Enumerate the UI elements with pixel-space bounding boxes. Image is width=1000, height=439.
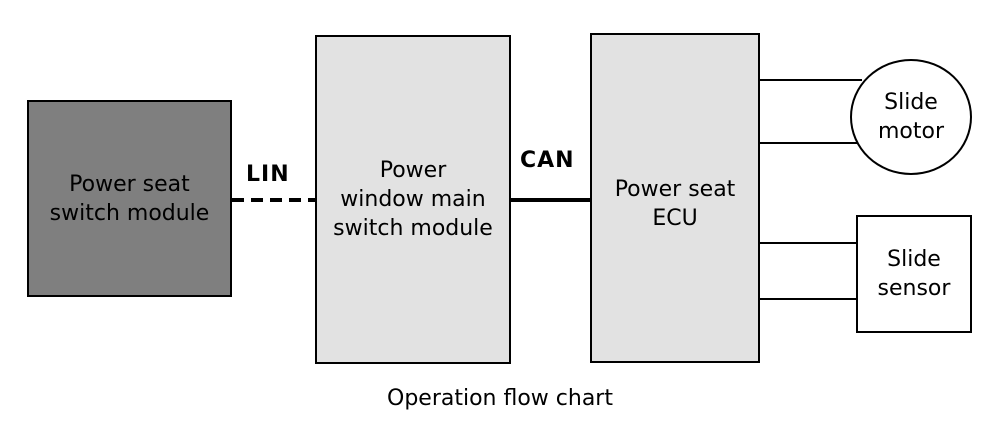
- lin-bus-label: LIN: [246, 162, 290, 187]
- slide-sensor-label: Slide sensor: [877, 247, 951, 301]
- power-window-main-switch-module-label: Power window main switch module: [333, 158, 493, 241]
- power-seat-ecu-label: Power seat ECU: [614, 177, 736, 231]
- slide-sensor-box: Slide sensor: [856, 215, 972, 333]
- power-window-main-switch-module-box: Power window main switch module: [315, 35, 511, 364]
- diagram-caption: Operation flow chart: [387, 386, 613, 411]
- can-bus-label: CAN: [520, 148, 575, 173]
- power-seat-ecu-box: Power seat ECU: [590, 33, 760, 363]
- power-seat-switch-module-label: Power seat switch module: [49, 171, 210, 226]
- slide-motor-circle: Slide motor: [850, 59, 972, 175]
- slide-motor-label: Slide motor: [877, 90, 945, 144]
- power-seat-switch-module-box: Power seat switch module: [27, 100, 232, 297]
